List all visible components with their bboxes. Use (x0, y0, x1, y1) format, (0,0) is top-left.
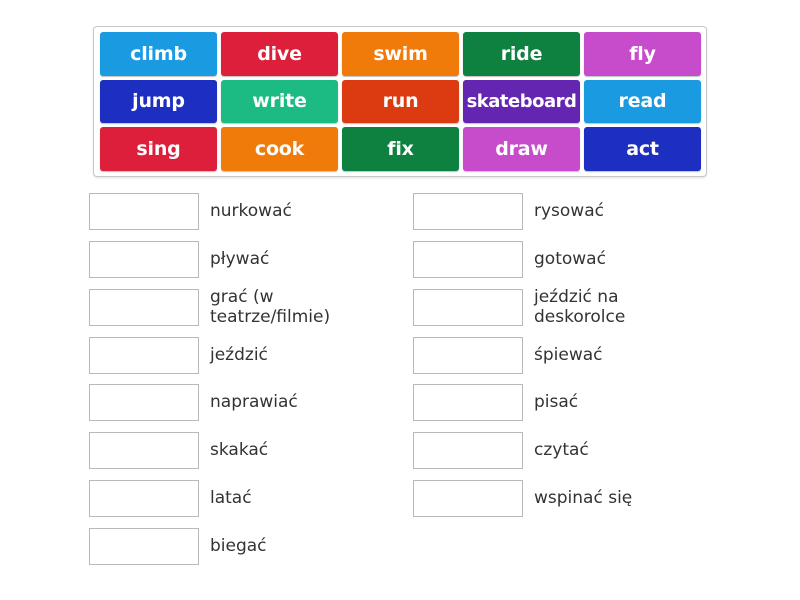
target-label: naprawiać (210, 392, 298, 412)
match-row: pisać (413, 383, 704, 421)
target-label: gotować (534, 249, 606, 269)
word-tile-skateboard[interactable]: skateboard (463, 79, 580, 123)
target-label: czytać (534, 440, 589, 460)
target-label: latać (210, 488, 252, 508)
target-label: rysować (534, 201, 604, 221)
target-label: skakać (210, 440, 269, 460)
word-tile-read[interactable]: read (584, 79, 701, 123)
match-row: grać (w teatrze/filmie) (89, 287, 360, 327)
match-row: nurkować (89, 192, 380, 230)
drop-slot[interactable] (89, 288, 199, 326)
match-row: rysować (413, 192, 704, 230)
target-label: jeździć na deskorolce (534, 287, 626, 327)
word-tile-dive[interactable]: dive (221, 32, 338, 76)
target-label: biegać (210, 536, 267, 556)
drop-slot[interactable] (413, 336, 523, 374)
drop-slot[interactable] (413, 431, 523, 469)
target-label: wspinać się (534, 488, 633, 508)
drop-slot[interactable] (413, 192, 523, 230)
match-row: naprawiać (89, 383, 380, 421)
target-label: nurkować (210, 201, 292, 221)
drop-slot[interactable] (89, 527, 199, 565)
drop-slot[interactable] (89, 336, 199, 374)
target-label: śpiewać (534, 345, 603, 365)
word-tile-climb[interactable]: climb (100, 32, 217, 76)
word-tile-jump[interactable]: jump (100, 79, 217, 123)
word-tile-ride[interactable]: ride (463, 32, 580, 76)
match-row: śpiewać (413, 336, 704, 374)
match-row: skakać (89, 431, 380, 469)
drop-slot[interactable] (413, 479, 523, 517)
word-tile-fix[interactable]: fix (342, 127, 459, 171)
drop-slot[interactable] (89, 431, 199, 469)
word-tile-write[interactable]: write (221, 79, 338, 123)
drop-slot[interactable] (413, 288, 523, 326)
match-row: czytać (413, 431, 704, 469)
word-tile-draw[interactable]: draw (463, 127, 580, 171)
drop-slot[interactable] (413, 383, 523, 421)
target-label: grać (w teatrze/filmie) (210, 287, 331, 327)
match-row: gotować (413, 240, 704, 278)
word-tile-run[interactable]: run (342, 79, 459, 123)
drop-slot[interactable] (89, 192, 199, 230)
match-row: biegać (89, 527, 380, 565)
target-label: jeździć (210, 345, 268, 365)
target-label: pływać (210, 249, 270, 269)
drop-slot[interactable] (413, 240, 523, 278)
word-tile-cook[interactable]: cook (221, 127, 338, 171)
word-bank: climb dive swim ride fly jump write run … (93, 26, 707, 177)
match-row: jeździć (89, 336, 380, 374)
match-row: jeździć na deskorolce (413, 287, 654, 327)
word-tile-act[interactable]: act (584, 127, 701, 171)
word-tile-swim[interactable]: swim (342, 32, 459, 76)
drop-slot[interactable] (89, 479, 199, 517)
word-tile-sing[interactable]: sing (100, 127, 217, 171)
drop-slot[interactable] (89, 240, 199, 278)
match-row: latać (89, 479, 380, 517)
match-row: pływać (89, 240, 380, 278)
match-row: wspinać się (413, 479, 704, 517)
target-label: pisać (534, 392, 579, 412)
drop-slot[interactable] (89, 383, 199, 421)
word-tile-fly[interactable]: fly (584, 32, 701, 76)
